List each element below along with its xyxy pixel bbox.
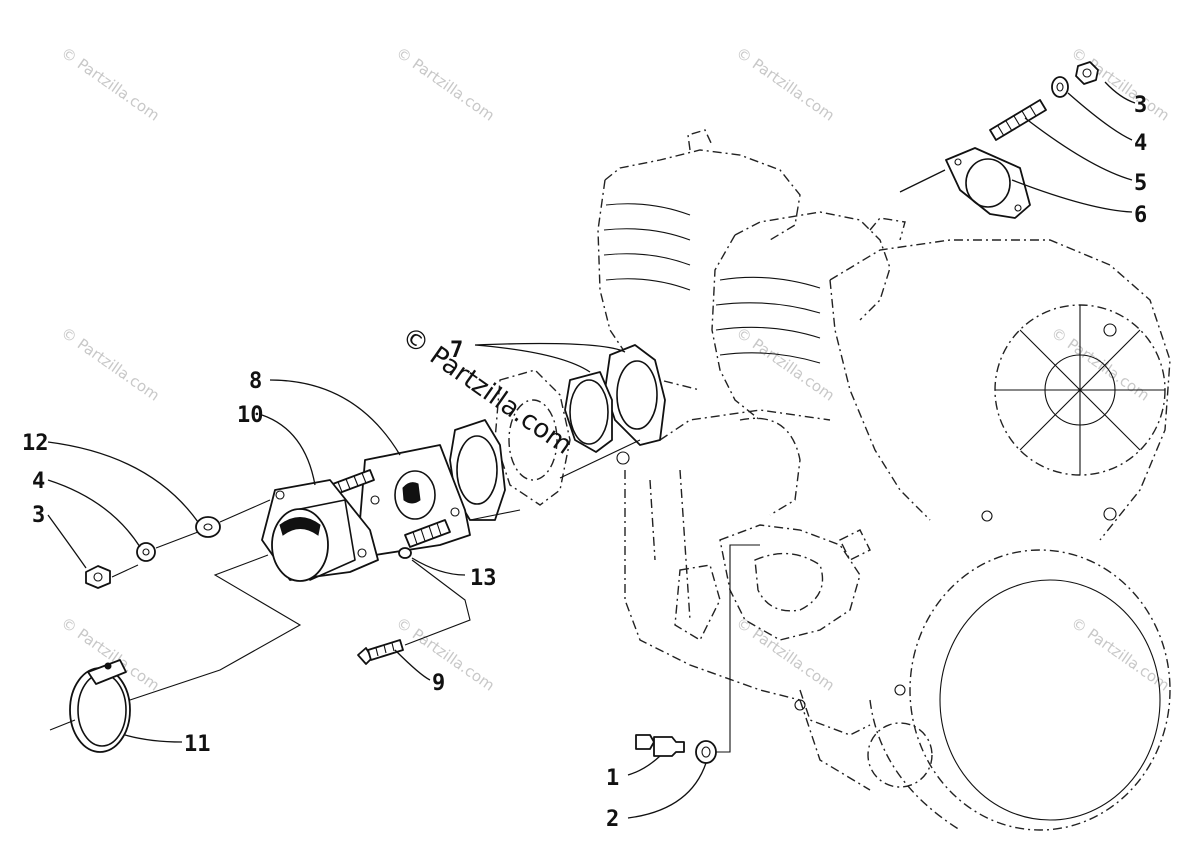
watermark: © Partzilla.com bbox=[733, 44, 838, 125]
callout-8-flange: 8 bbox=[249, 369, 262, 394]
part-10-adapter bbox=[261, 479, 379, 582]
watermark: © Partzilla.com bbox=[58, 44, 163, 125]
callout-9-screw: 9 bbox=[432, 671, 445, 696]
engine-block bbox=[597, 129, 1171, 831]
watermark: © Partzilla.com bbox=[1048, 324, 1153, 405]
part-9-screw bbox=[357, 639, 404, 665]
assembly-axis bbox=[404, 559, 471, 646]
watermark: © Partzilla.com bbox=[733, 614, 838, 695]
callout-5-stud: 5 bbox=[1134, 171, 1147, 196]
callout-3-nut: 3 bbox=[1134, 93, 1147, 118]
watermark: © Partzilla.com bbox=[733, 324, 838, 405]
part-7-gaskets bbox=[449, 344, 666, 521]
callout-2-oring: 2 bbox=[606, 807, 619, 832]
callout-4-lockwasher: 4 bbox=[32, 469, 45, 494]
leader-lines bbox=[47, 81, 1136, 819]
part-13-oring bbox=[398, 547, 412, 559]
watermark: © Partzilla.com bbox=[58, 324, 163, 405]
part-6-gasket bbox=[945, 147, 1031, 219]
callout-3-nut-left: 3 bbox=[32, 503, 45, 528]
part-12-washer bbox=[195, 516, 221, 538]
callout-13-oring: 13 bbox=[470, 566, 497, 591]
callout-6-gasket: 6 bbox=[1134, 203, 1147, 228]
assembly-axis bbox=[111, 499, 271, 578]
assembly-axis bbox=[469, 439, 641, 521]
part-11-clamp bbox=[69, 659, 131, 753]
callout-10-adapter: 10 bbox=[237, 403, 264, 428]
part-3-nut-top bbox=[1075, 61, 1099, 85]
callouts: 3 4 5 6 7 8 10 12 4 3 13 9 11 1 2 bbox=[22, 93, 1147, 832]
alignment-ring bbox=[616, 451, 630, 465]
watermark: © Partzilla.com bbox=[1068, 614, 1173, 695]
watermark: © Partzilla.com bbox=[393, 614, 498, 695]
assembly-axis bbox=[49, 554, 302, 731]
part-2-oring bbox=[695, 740, 717, 764]
part-4-lockwasher bbox=[136, 542, 156, 562]
part-4-washer-top bbox=[1051, 76, 1069, 98]
part-8-flange bbox=[329, 444, 471, 556]
part-1-fitting bbox=[635, 734, 685, 757]
part-3-nut-left bbox=[85, 565, 111, 589]
callout-12-washer: 12 bbox=[22, 431, 49, 456]
callout-1-fitting: 1 bbox=[606, 766, 619, 791]
assembly-axis bbox=[716, 544, 760, 753]
callout-7-gaskets: 7 bbox=[450, 338, 463, 363]
callout-4-washer: 4 bbox=[1134, 131, 1147, 156]
callout-11-clamp: 11 bbox=[184, 732, 211, 757]
leader bbox=[899, 169, 946, 193]
part-5-stud bbox=[989, 99, 1047, 141]
watermark: © Partzilla.com bbox=[393, 44, 498, 125]
